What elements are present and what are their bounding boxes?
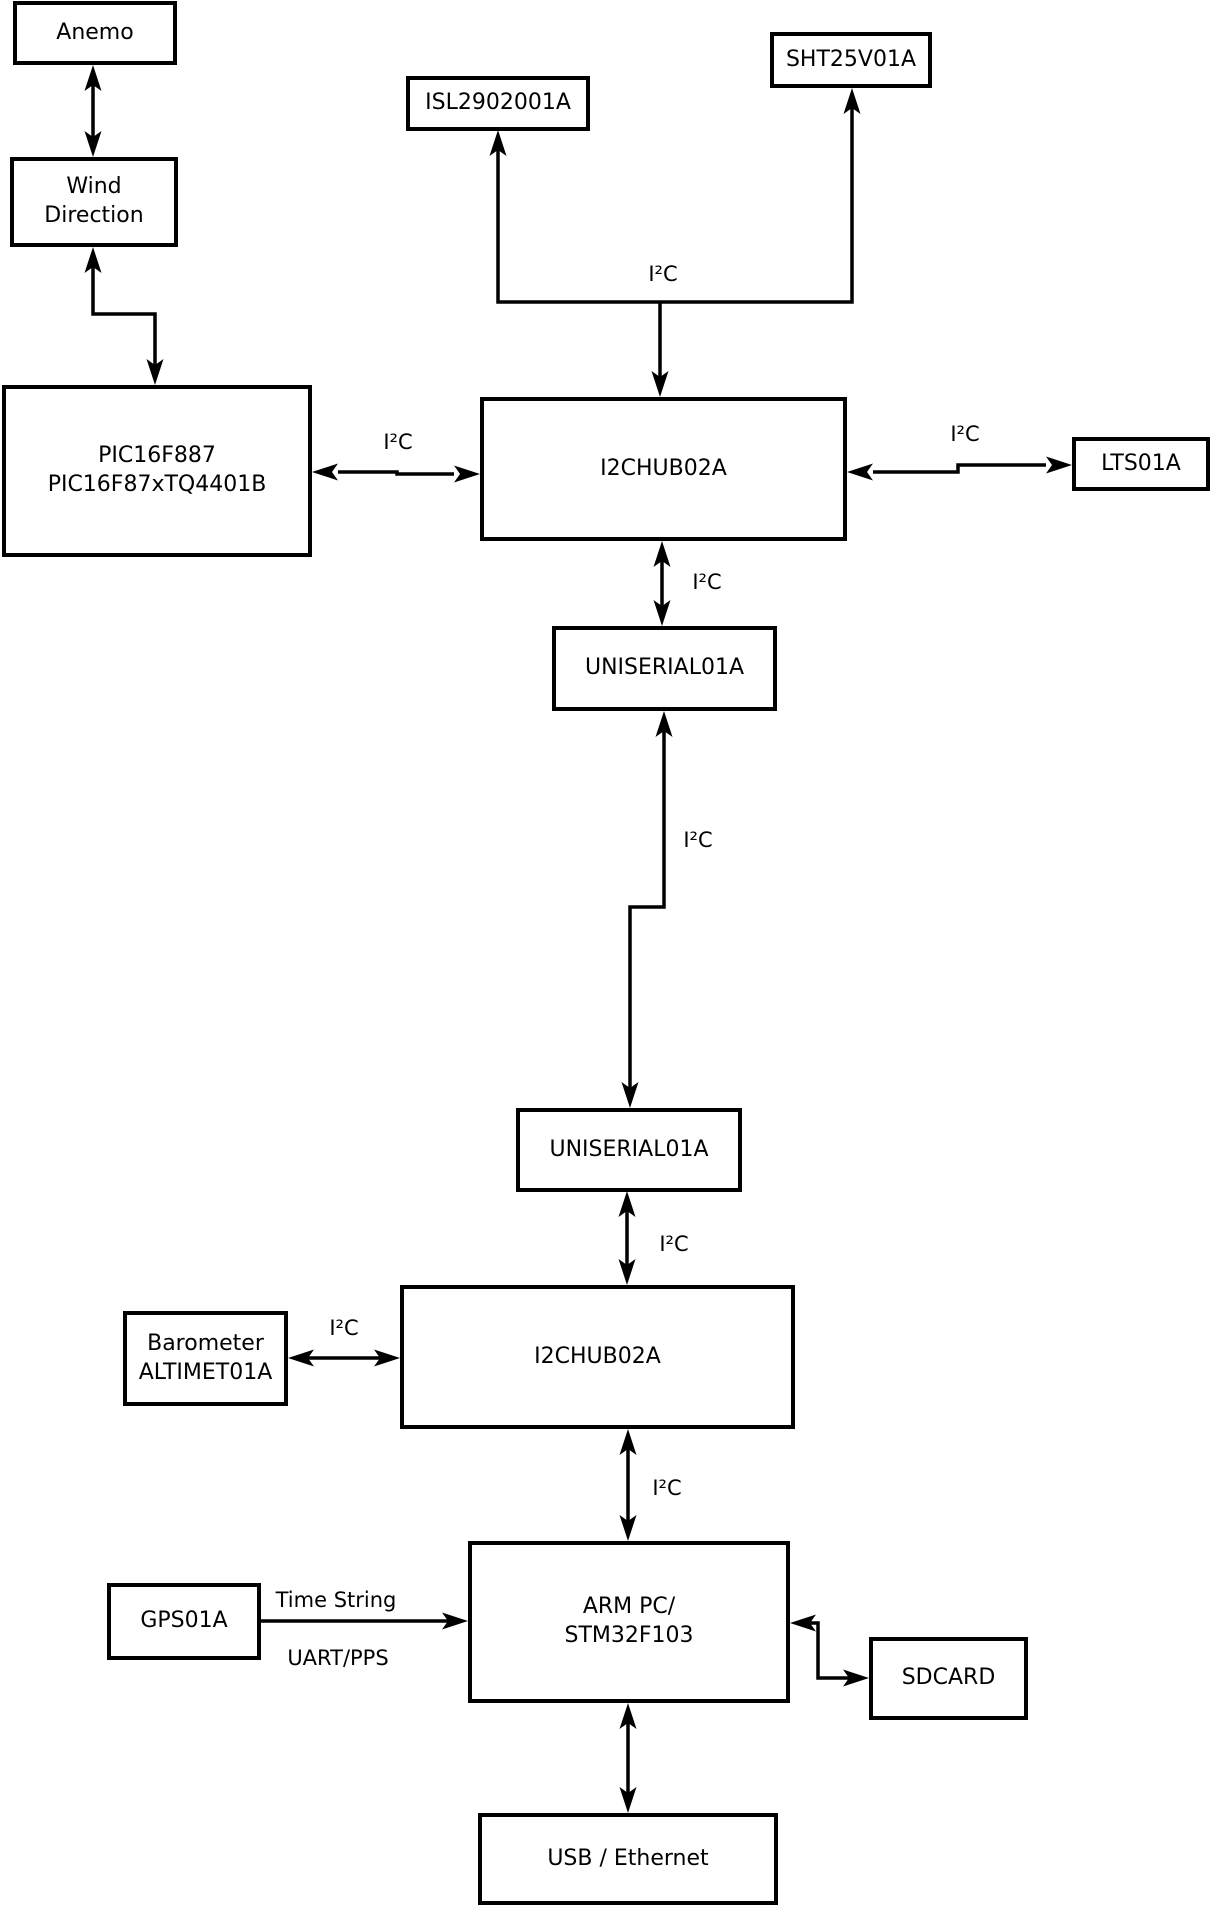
edge-label-i2c-lts: I²C: [950, 422, 979, 446]
box-uniserial01a-upper-label: UNISERIAL01A: [584, 655, 745, 681]
box-usb-ethernet: USB / Ethernet: [478, 1813, 778, 1905]
box-isl2902001a-label: ISL2902001A: [425, 90, 571, 116]
edge-label-time-string: Time String: [275, 1588, 397, 1612]
edge-hub-lts: I²C: [847, 422, 1072, 481]
box-pic16f887-label-line1: PIC16F887: [98, 443, 216, 469]
box-arm-pc-label-line1: ARM PC/: [582, 1594, 676, 1620]
edge-label-uart-pps: UART/PPS: [287, 1646, 388, 1670]
edge-label-i2c-link: I²C: [683, 828, 712, 852]
edge-uniserial-link: I²C: [621, 711, 713, 1108]
edge-label-i2c-uniserial-hub2: I²C: [659, 1232, 688, 1256]
box-arm-pc-stm32f103: ARM PC/ STM32F103: [468, 1541, 790, 1703]
box-barometer-altimet01a: Barometer ALTIMET01A: [123, 1311, 288, 1406]
box-lts01a: LTS01A: [1072, 437, 1210, 491]
box-sht25v01a: SHT25V01A: [770, 32, 932, 88]
box-wind-direction-label-line1: Wind: [66, 174, 122, 200]
edge-label-i2c-top: I²C: [648, 262, 677, 286]
edge-label-i2c-pic: I²C: [383, 430, 412, 454]
edge-armpc-sdcard: [790, 1614, 869, 1687]
box-wind-direction-label-line2: Direction: [44, 203, 144, 228]
edge-gps-armpc: Time String UART/PPS: [261, 1588, 468, 1670]
box-pic16f887: PIC16F887 PIC16F87xTQ4401B: [2, 385, 312, 557]
edge-pic-hub: I²C: [312, 430, 480, 483]
box-i2chub02a-bottom-label: I2CHUB02A: [534, 1343, 661, 1369]
edge-uniserial-hub2: I²C: [618, 1191, 689, 1285]
box-uniserial01a-upper: UNISERIAL01A: [552, 626, 777, 711]
box-pic16f887-label-line2: PIC16F87xTQ4401B: [47, 472, 267, 497]
box-wind-direction: Wind Direction: [10, 157, 178, 247]
box-i2chub02a-bottom: I2CHUB02A: [400, 1285, 795, 1429]
edge-label-i2c-barometer: I²C: [329, 1316, 358, 1340]
box-lts01a-label: LTS01A: [1101, 450, 1181, 476]
box-sdcard-label: SDCARD: [901, 1665, 996, 1691]
box-sht25v01a-label: SHT25V01A: [785, 46, 917, 72]
box-i2chub02a-top-label: I2CHUB02A: [600, 455, 727, 481]
edge-barometer-hub2: I²C: [288, 1316, 400, 1367]
edge-wind-pic: [84, 247, 164, 385]
box-usb-ethernet-label: USB / Ethernet: [547, 1845, 709, 1871]
box-uniserial01a-lower: UNISERIAL01A: [516, 1108, 742, 1192]
box-uniserial01a-lower-label: UNISERIAL01A: [549, 1136, 709, 1162]
edge-hub2-armpc: I²C: [619, 1429, 682, 1541]
box-barometer-label-line1: Barometer: [147, 1330, 264, 1356]
box-barometer-label-line2: ALTIMET01A: [138, 1359, 273, 1385]
edge-anemo-wind: [84, 65, 102, 157]
edge-hub-isl-sht-tee: I²C: [489, 88, 861, 397]
box-sdcard: SDCARD: [869, 1637, 1028, 1720]
box-anemo-label: Anemo: [56, 19, 134, 45]
box-gps01a-label: GPS01A: [140, 1608, 228, 1634]
box-gps01a: GPS01A: [107, 1583, 261, 1660]
box-i2chub02a-top: I2CHUB02A: [480, 397, 847, 541]
edge-hub-uniserial: I²C: [653, 541, 722, 626]
box-arm-pc-label-line2: STM32F103: [564, 1623, 694, 1648]
edge-armpc-usb: [619, 1703, 637, 1813]
edge-label-i2c-hub2-arm: I²C: [652, 1476, 681, 1500]
box-isl2902001a: ISL2902001A: [406, 76, 590, 131]
box-anemo: Anemo: [13, 1, 177, 65]
edge-label-i2c-hub-uniserial: I²C: [692, 570, 721, 594]
